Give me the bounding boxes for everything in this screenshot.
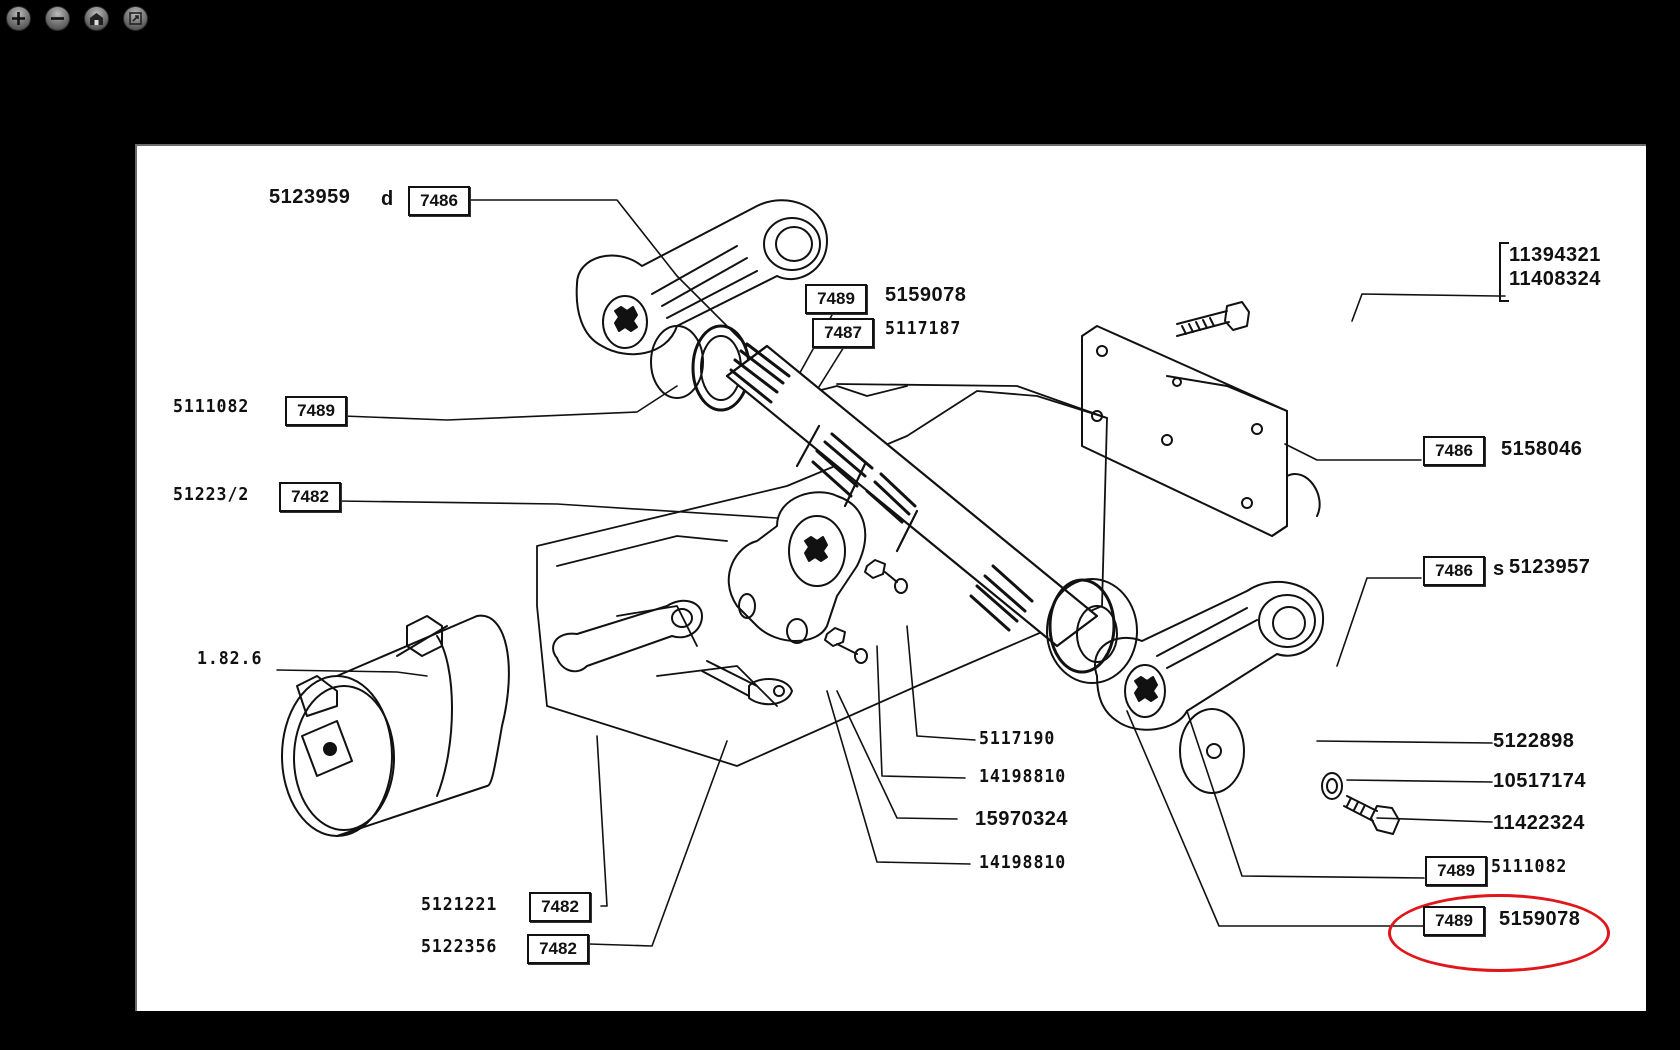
- part-number-5117187: 5117187: [885, 318, 962, 339]
- group-box-7482[interactable]: 7482: [529, 892, 591, 922]
- group-box-7489-highlighted[interactable]: 7489: [1423, 906, 1485, 936]
- group-box-7486[interactable]: 7486: [1423, 556, 1485, 586]
- group-box-7482[interactable]: 7482: [527, 934, 589, 964]
- part-number-5159078: 5159078: [885, 284, 967, 306]
- group-box-7482[interactable]: 7482: [279, 482, 341, 512]
- group-box-7486[interactable]: 7486: [408, 186, 470, 216]
- fit-screen-button[interactable]: [123, 6, 148, 31]
- lockwasher-10517174: [1321, 772, 1343, 800]
- lift-arm-lower: [1094, 581, 1325, 731]
- parts-diagram-sheet: 5123959 d 7486 7489 5159078 7487 5117187…: [135, 144, 1646, 1011]
- part-number-5111082: 5111082: [173, 396, 250, 417]
- part-number-14198810: 14198810: [979, 766, 1067, 787]
- housing: [536, 383, 1108, 767]
- plus-icon: [12, 12, 25, 25]
- cover-plate: [1081, 325, 1321, 537]
- bolt-11422324: [1343, 795, 1400, 835]
- lift-arm-upper: [575, 199, 828, 356]
- zoom-out-button[interactable]: [45, 6, 70, 31]
- main-shaft: [725, 342, 1099, 648]
- part-suffix-d: d: [381, 188, 394, 210]
- pin-clevis: [701, 660, 793, 706]
- exploded-view-drawing: [276, 199, 1506, 947]
- part-number-10517174: 10517174: [1493, 770, 1586, 792]
- viewer-toolbar: [6, 6, 148, 31]
- part-number-14198810: 14198810: [979, 852, 1067, 873]
- part-number-5158046: 5158046: [1501, 438, 1583, 460]
- bracket-brace: [1499, 242, 1509, 302]
- fit-screen-icon: [129, 12, 142, 25]
- highlight-ellipse: [1388, 894, 1610, 972]
- zoom-in-button[interactable]: [6, 6, 31, 31]
- part-prefix-s: s: [1493, 558, 1505, 580]
- part-number-5117190: 5117190: [979, 728, 1056, 749]
- part-number-5121221: 5121221: [421, 894, 498, 915]
- part-number-5159078-highlighted: 5159078: [1499, 908, 1581, 930]
- group-box-7489[interactable]: 7489: [1425, 856, 1487, 886]
- part-number-11408324: 11408324: [1509, 268, 1601, 290]
- seal-ring-lower: [1046, 578, 1138, 684]
- part-number-5111082: 5111082: [1491, 856, 1568, 877]
- group-box-7489[interactable]: 7489: [805, 284, 867, 314]
- part-number-51223-2: 51223/2: [173, 484, 250, 505]
- part-number-5122898: 5122898: [1493, 730, 1575, 752]
- part-number-11394321: 11394321: [1509, 244, 1601, 266]
- group-box-7487[interactable]: 7487: [812, 318, 874, 348]
- home-button[interactable]: [84, 6, 109, 31]
- hydraulic-cylinder: [281, 614, 510, 837]
- part-number-1-82-6: 1.82.6: [197, 648, 263, 669]
- group-box-7489[interactable]: 7489: [285, 396, 347, 426]
- home-icon: [90, 13, 103, 25]
- rocker-arm: [727, 491, 867, 644]
- seal-rings-upper: [650, 324, 751, 412]
- leader-lines: [276, 199, 1506, 947]
- part-number-15970324: 15970324: [975, 808, 1068, 830]
- part-number-11422324: 11422324: [1493, 812, 1585, 834]
- minus-icon: [51, 17, 64, 20]
- small-fasteners: [824, 559, 908, 664]
- part-number-5122356: 5122356: [421, 936, 498, 957]
- link-lever: [552, 599, 703, 673]
- group-box-7486[interactable]: 7486: [1423, 436, 1485, 466]
- washer-5122898: [1179, 708, 1245, 794]
- part-number-5123957: 5123957: [1509, 556, 1591, 578]
- bolt-top: [1176, 301, 1250, 337]
- part-number-5123959: 5123959: [269, 186, 351, 208]
